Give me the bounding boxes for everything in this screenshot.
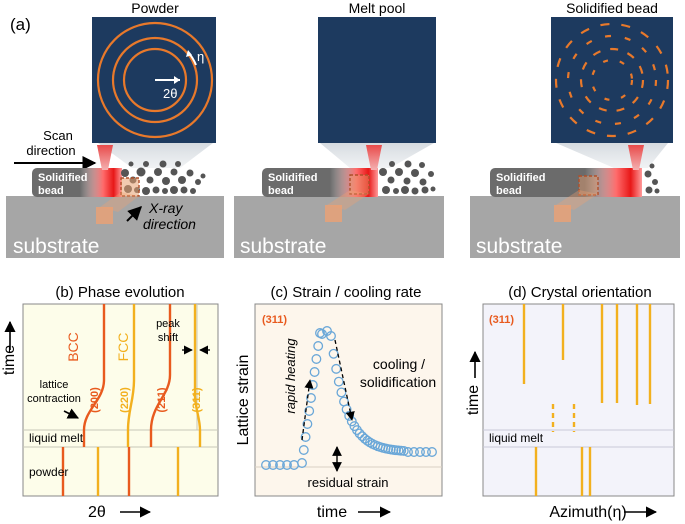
title-powder: Powder: [131, 0, 179, 16]
strain-point: [415, 447, 425, 457]
title-melt-pool: Melt pool: [349, 0, 406, 16]
lattice-contraction-2: contraction: [27, 393, 81, 405]
bead-label-3a: Solidified: [496, 172, 546, 184]
panel-c-title: (c) Strain / cooling rate: [271, 284, 422, 301]
laser-melt: [366, 145, 382, 170]
strain-point: [365, 437, 375, 448]
scan-direction-label-2: direction: [26, 143, 75, 158]
strain-point: [297, 458, 307, 468]
lattice-contraction-1: lattice: [40, 379, 69, 391]
strain-point: [261, 460, 271, 470]
powder-b: powder: [29, 465, 68, 479]
x-axis-b: 2θ: [88, 504, 106, 521]
strain-curve: [261, 326, 437, 470]
substrate-label-3: substrate: [476, 235, 562, 258]
strain-point: [302, 419, 313, 429]
peak-311-c: (311): [262, 314, 287, 326]
strain-point: [333, 376, 344, 387]
strain-point: [300, 432, 311, 442]
bead-label-3b: bead: [496, 185, 522, 197]
title-solidified-bead: Solidified bead: [566, 0, 658, 16]
powder-particles-3: [644, 163, 660, 194]
peak-label-211: (211): [156, 387, 168, 412]
x-axis-d: Azimuth(η): [549, 504, 626, 521]
panel-b-frame: [22, 303, 219, 497]
strain-point: [304, 406, 315, 416]
peak-label-220: (220): [119, 387, 131, 413]
strain-point: [282, 460, 292, 470]
xray-label-1: X-ray: [148, 200, 183, 216]
bead-label-2b: bead: [268, 185, 294, 197]
diffraction-rings-powder: [96, 21, 214, 139]
strain-point: [317, 329, 327, 339]
substrate-label-2: substrate: [240, 235, 326, 258]
scene-powder: Powder 2θ η Scan direction substrate Sol…: [6, 0, 224, 258]
scene-melt-pool: Melt pool substrate Solidified bead: [234, 0, 444, 258]
strain-point: [326, 331, 336, 341]
bcc-label: BCC: [65, 332, 81, 362]
strain-point: [311, 354, 322, 364]
strain-point: [362, 435, 373, 446]
strain-point: [421, 447, 431, 457]
eta-label: η: [197, 49, 204, 64]
strain-point: [354, 428, 365, 439]
powder-particles-1: [121, 160, 206, 195]
strain-point: [398, 445, 409, 456]
substrate-powder: [6, 196, 224, 258]
strain-point: [313, 341, 324, 351]
residual-strain: residual strain: [308, 475, 389, 490]
x-axis-c: time: [317, 504, 347, 521]
xray-direction-arrow: [126, 206, 142, 222]
strain-point: [427, 447, 437, 457]
detector-melt-pool: [318, 17, 436, 143]
strain-point: [336, 387, 347, 398]
laser-solidified: [628, 145, 644, 170]
strain-point: [298, 445, 309, 455]
substrate-solidified: [470, 196, 680, 258]
cooling-2: solidification: [360, 374, 436, 390]
peak-shift-1: peak: [156, 318, 180, 330]
y-axis-c: Lattice strain: [235, 355, 252, 446]
laser-powder: [97, 145, 113, 170]
y-axis-d: time: [465, 385, 482, 415]
peak-label-200: (200): [89, 387, 101, 413]
strain-point: [275, 460, 285, 470]
two-theta-label: 2θ: [163, 86, 177, 101]
panel-d-title: (d) Crystal orientation: [508, 284, 651, 301]
scene-solidified-bead: Solidified bead substrate Solidified bea…: [470, 0, 680, 258]
strain-point: [268, 460, 278, 470]
strain-point: [309, 367, 320, 377]
panel-d-frame: [482, 303, 675, 497]
strain-point: [403, 447, 413, 457]
peak-label-311: (311): [191, 387, 203, 412]
scan-direction-label: Scan: [43, 128, 73, 143]
liquid-melt-b: liquid melt: [29, 431, 84, 445]
panel-a-label: (a): [10, 15, 31, 34]
diffraction-spots: [554, 22, 670, 138]
liquid-melt-d: liquid melt: [489, 431, 544, 445]
cooling-1: cooling /: [373, 356, 425, 372]
bead-label-1b: bead: [38, 185, 64, 197]
probe-box-1: [120, 177, 140, 197]
xray-label-2: direction: [143, 216, 196, 232]
substrate-label-1: substrate: [13, 235, 99, 258]
bead-label-2a: Solidified: [268, 172, 318, 184]
peak-311-d: (311): [489, 314, 514, 326]
bead-label-1a: Solidified: [38, 172, 88, 184]
rapid-heating: rapid heating: [283, 338, 298, 414]
strain-point: [352, 425, 362, 436]
probe-box-3: [578, 175, 599, 196]
phase-lines: [61, 304, 202, 496]
orientation-lines: [522, 304, 652, 496]
strain-point: [409, 447, 419, 457]
powder-particles-2: [379, 160, 436, 195]
y-axis-b: time: [1, 345, 18, 375]
strain-point: [306, 393, 316, 403]
probe-box-2: [349, 174, 370, 195]
fcc-label: FCC: [115, 333, 131, 362]
peak-shift-2: shift: [158, 332, 178, 344]
panel-b-title: (b) Phase evolution: [55, 284, 184, 301]
detector-solidified: [551, 17, 673, 143]
